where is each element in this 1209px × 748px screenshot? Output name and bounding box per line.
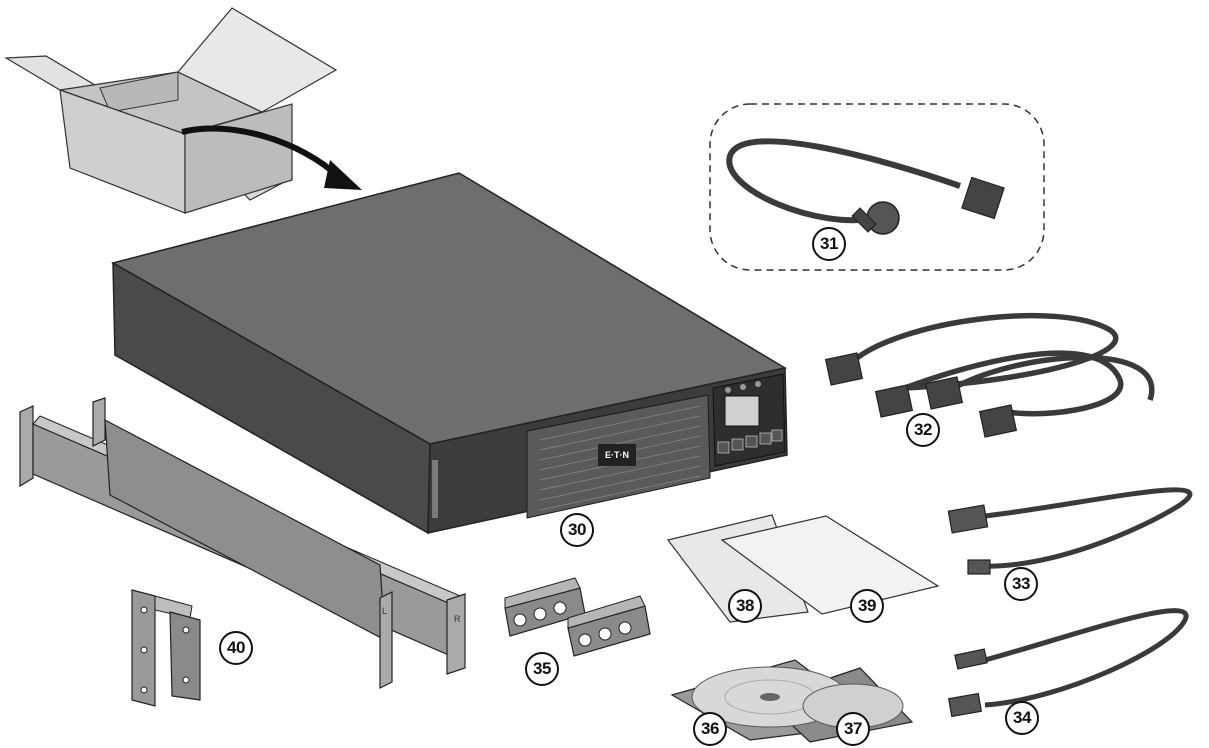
output-power-cords <box>850 312 1155 417</box>
input-power-cord <box>726 138 1005 235</box>
callout-serial-cable: 33 <box>1004 567 1038 601</box>
manuals <box>666 514 940 623</box>
callout-cd-two: 37 <box>836 712 870 746</box>
callout-input-power-cord: 31 <box>812 227 846 261</box>
callout-manual-one: 38 <box>728 589 762 623</box>
cable-clamps <box>504 577 651 657</box>
lcd-display <box>724 395 760 427</box>
callout-output-power-cords: 32 <box>906 413 940 447</box>
callout-rack-kit: 40 <box>219 631 253 665</box>
status-led <box>740 384 746 390</box>
iec-connectors <box>824 352 1018 438</box>
rail-label-right: R <box>454 614 461 624</box>
serial-cable <box>947 487 1193 575</box>
usb-cable <box>947 608 1189 718</box>
callout-ups: 30 <box>560 513 594 547</box>
brand-badge <box>598 444 636 466</box>
ventilation-grille <box>539 405 701 511</box>
ups-unit: E·T·N <box>111 172 788 535</box>
status-led <box>755 381 761 387</box>
callout-cable-clamps: 35 <box>525 652 559 686</box>
shipping-box <box>3 7 362 214</box>
mounting-brackets <box>131 589 201 707</box>
optional-items-outline <box>709 103 1045 271</box>
brand-logo: E·T·N <box>605 450 629 460</box>
callout-manual-two: 39 <box>850 589 884 623</box>
callout-usb-cable: 34 <box>1005 701 1039 735</box>
callout-cd-one: 36 <box>693 712 727 746</box>
rail-label-left: L <box>382 606 387 616</box>
status-led <box>725 387 731 393</box>
rack-rails: R L <box>19 397 466 689</box>
control-buttons <box>717 429 783 454</box>
